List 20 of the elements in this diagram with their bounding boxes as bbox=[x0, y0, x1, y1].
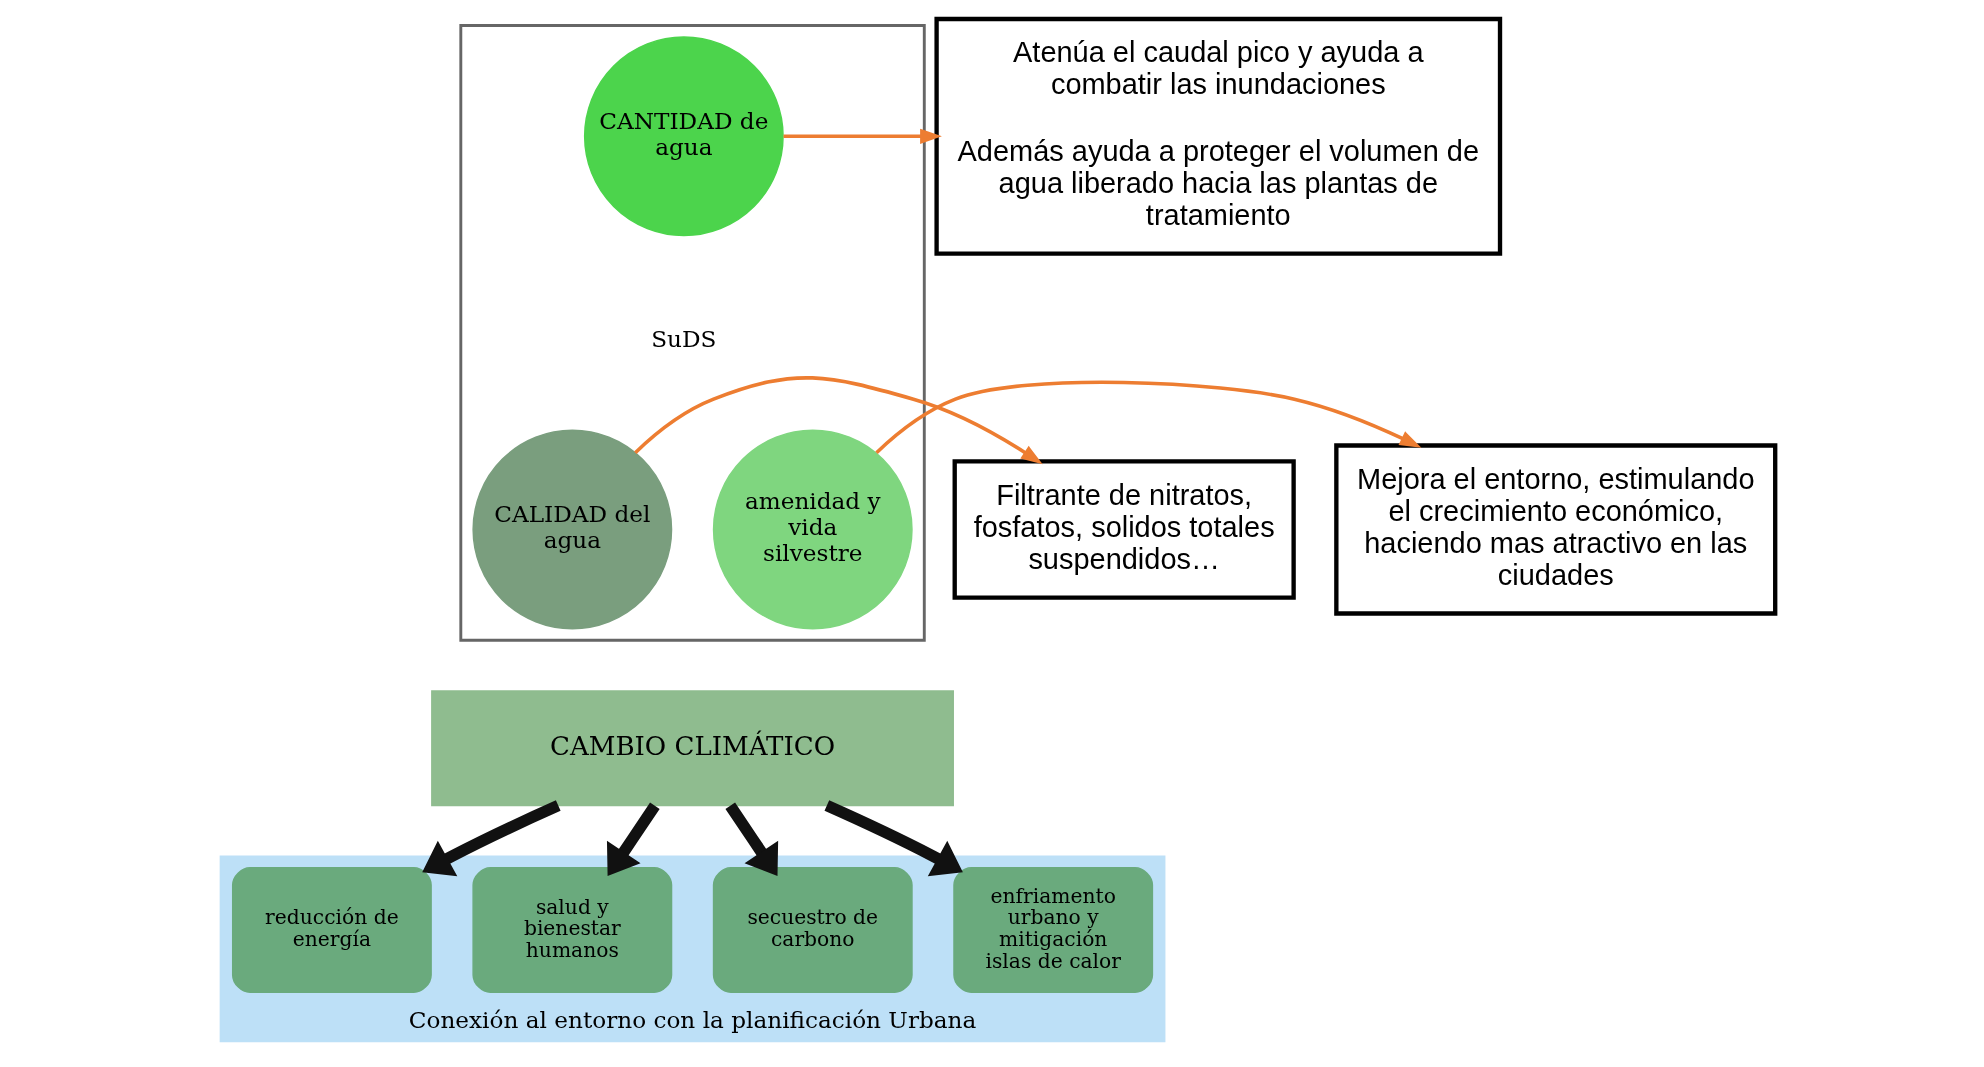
arrow bbox=[422, 800, 561, 877]
arrow bbox=[725, 802, 779, 877]
arrow bbox=[824, 800, 963, 877]
arrow bbox=[875, 380, 1422, 454]
arrow bbox=[634, 376, 1043, 465]
node-circle: CANTIDAD de agua bbox=[583, 36, 784, 237]
arrow bbox=[783, 128, 942, 144]
cluster bbox=[459, 24, 926, 642]
node-box: reducción de energía bbox=[231, 867, 432, 993]
node-box: Filtrante de nitratos, fosfatos, solidos totales suspendidos… bbox=[952, 459, 1296, 600]
arrow bbox=[606, 802, 660, 877]
node-box: enfriamento urbano y mitigación islas de calor bbox=[953, 867, 1154, 993]
node-box: Atenúa el caudal pico y ayuda a combatir las inundaciones Además ayuda a proteger el volumen de agua liberado hacia las plantas de tratamiento bbox=[934, 16, 1503, 256]
node-circle: CALIDAD del agua bbox=[472, 429, 673, 630]
node-box: CAMBIO CLIMÁTICO bbox=[431, 690, 954, 807]
node-circle: amenidad y vida silvestre bbox=[712, 429, 913, 630]
label: SuDS bbox=[651, 325, 717, 353]
node-box: salud y bienestar humanos bbox=[472, 867, 673, 993]
node-box: Mejora el entorno, estimulando el crecimiento económico, haciendo mas atractivo en las ciudades bbox=[1334, 443, 1778, 616]
node-box: secuestro de carbono bbox=[712, 867, 913, 993]
